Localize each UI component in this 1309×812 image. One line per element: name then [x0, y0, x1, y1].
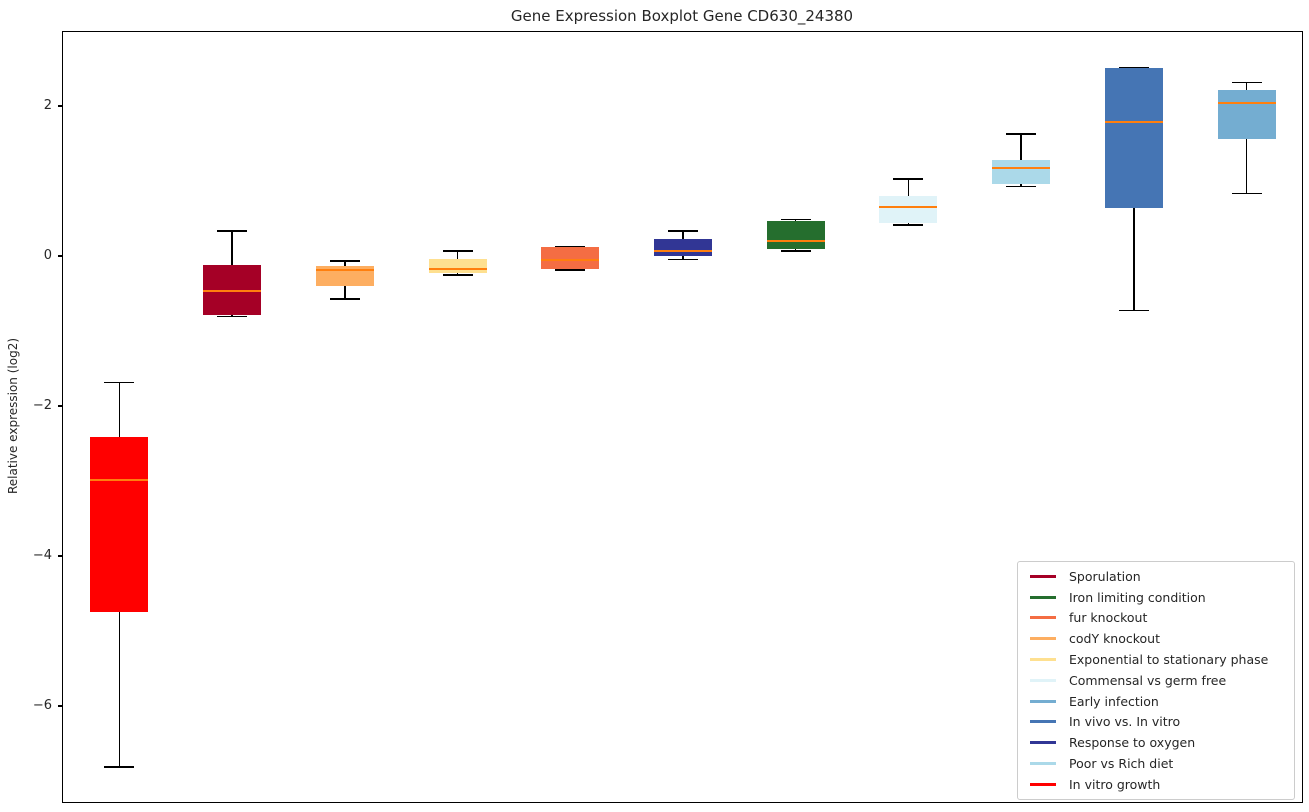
- legend-item-label: Poor vs Rich diet: [1069, 756, 1174, 772]
- whisker-cap-bottom: [104, 766, 135, 768]
- legend-swatch: [1030, 678, 1056, 682]
- box-rect: [428, 259, 487, 273]
- box-rect: [766, 221, 825, 249]
- median-line: [654, 250, 712, 252]
- y-axis-label: Relative expression (log2): [6, 337, 20, 495]
- median-line: [1217, 101, 1276, 104]
- whisker-cap-top: [104, 381, 135, 383]
- legend-item: Exponential to stationary phase: [1018, 649, 1294, 670]
- whisker-cap-top: [442, 250, 473, 252]
- legend-swatch: [1030, 637, 1056, 641]
- y-tick-label: −4: [32, 548, 52, 563]
- legend-item-label: fur knockout: [1069, 610, 1148, 626]
- legend-item-label: Iron limiting condition: [1069, 589, 1206, 605]
- legend-item-label: Early infection: [1069, 693, 1159, 709]
- whisker-cap-top: [668, 230, 698, 232]
- boxplot-layer: [63, 32, 1302, 802]
- legend-item: Early infection: [1018, 691, 1294, 712]
- y-tick-mark: [58, 105, 62, 107]
- y-tick-label: −6: [32, 698, 52, 713]
- legend-swatch: [1030, 699, 1056, 703]
- legend-item: Poor vs Rich diet: [1018, 753, 1294, 774]
- y-tick-label: −2: [32, 398, 52, 413]
- median-line: [1104, 121, 1163, 123]
- legend-item: Response to oxygen: [1018, 732, 1294, 753]
- legend-swatch: [1030, 782, 1056, 786]
- legend-item-label: Exponential to stationary phase: [1069, 652, 1269, 668]
- median-line: [90, 478, 149, 481]
- y-tick-mark: [58, 705, 62, 707]
- legend-item-label: codY knockout: [1069, 631, 1161, 647]
- whisker-cap-top: [217, 230, 248, 232]
- box-rect: [992, 160, 1051, 185]
- whisker-cap-top: [555, 245, 586, 248]
- box-rect: [1104, 68, 1163, 209]
- legend-swatch: [1030, 616, 1056, 620]
- median-line: [428, 268, 487, 270]
- whisker-cap-top: [1231, 81, 1262, 83]
- legend-item: codY knockout: [1018, 628, 1294, 649]
- whisker-cap-bottom: [1118, 309, 1149, 311]
- whisker-cap-bottom: [442, 274, 473, 276]
- legend-item-label: In vivo vs. In vitro: [1069, 714, 1181, 730]
- whisker-cap-bottom: [217, 315, 248, 317]
- legend-item-label: Sporulation: [1069, 568, 1141, 584]
- plot-area: [62, 31, 1303, 803]
- whisker-cap-bottom: [668, 258, 698, 260]
- whisker-cap-bottom: [555, 269, 586, 271]
- legend-item-label: In vitro growth: [1069, 776, 1161, 792]
- box-rect: [654, 239, 712, 257]
- box-rect: [1217, 89, 1276, 140]
- legend-item: Commensal vs germ free: [1018, 670, 1294, 691]
- whisker-cap-top: [1006, 133, 1037, 135]
- legend-item: Iron limiting condition: [1018, 587, 1294, 608]
- median-line: [541, 259, 600, 261]
- box-rect: [90, 437, 149, 612]
- legend-swatch: [1030, 595, 1056, 599]
- median-line: [879, 205, 938, 208]
- legend-swatch: [1030, 574, 1056, 578]
- median-line: [203, 289, 262, 292]
- legend-swatch: [1030, 658, 1056, 662]
- legend-swatch: [1030, 762, 1056, 766]
- legend-item: fur knockout: [1018, 608, 1294, 629]
- legend-item: Sporulation: [1018, 566, 1294, 587]
- legend-item-label: Response to oxygen: [1069, 735, 1196, 751]
- legend-swatch: [1030, 720, 1056, 724]
- chart-title: Gene Expression Boxplot Gene CD630_24380: [510, 7, 854, 25]
- y-tick-mark: [58, 555, 62, 557]
- median-line: [766, 240, 825, 243]
- legend-swatch: [1030, 741, 1056, 745]
- median-line: [992, 166, 1051, 169]
- y-tick-label: 0: [43, 248, 52, 263]
- legend-item: In vitro growth: [1018, 774, 1294, 795]
- whisker-cap-bottom: [780, 250, 811, 252]
- box-rect: [541, 247, 600, 269]
- whisker-cap-bottom: [329, 298, 360, 300]
- whisker-cap-top: [893, 178, 924, 180]
- y-tick-mark: [58, 255, 62, 257]
- whisker-cap-top: [780, 218, 811, 221]
- y-tick-label: 2: [43, 98, 52, 113]
- whisker-cap-bottom: [893, 224, 924, 226]
- legend-item-label: Commensal vs germ free: [1069, 672, 1227, 688]
- legend-item: In vivo vs. In vitro: [1018, 712, 1294, 733]
- whisker-cap-bottom: [1231, 192, 1262, 194]
- whisker-cap-bottom: [1006, 185, 1037, 188]
- whisker-cap-top: [329, 260, 360, 262]
- box-rect: [879, 196, 938, 223]
- median-line: [315, 268, 374, 271]
- y-tick-mark: [58, 405, 62, 407]
- box-rect: [315, 266, 374, 287]
